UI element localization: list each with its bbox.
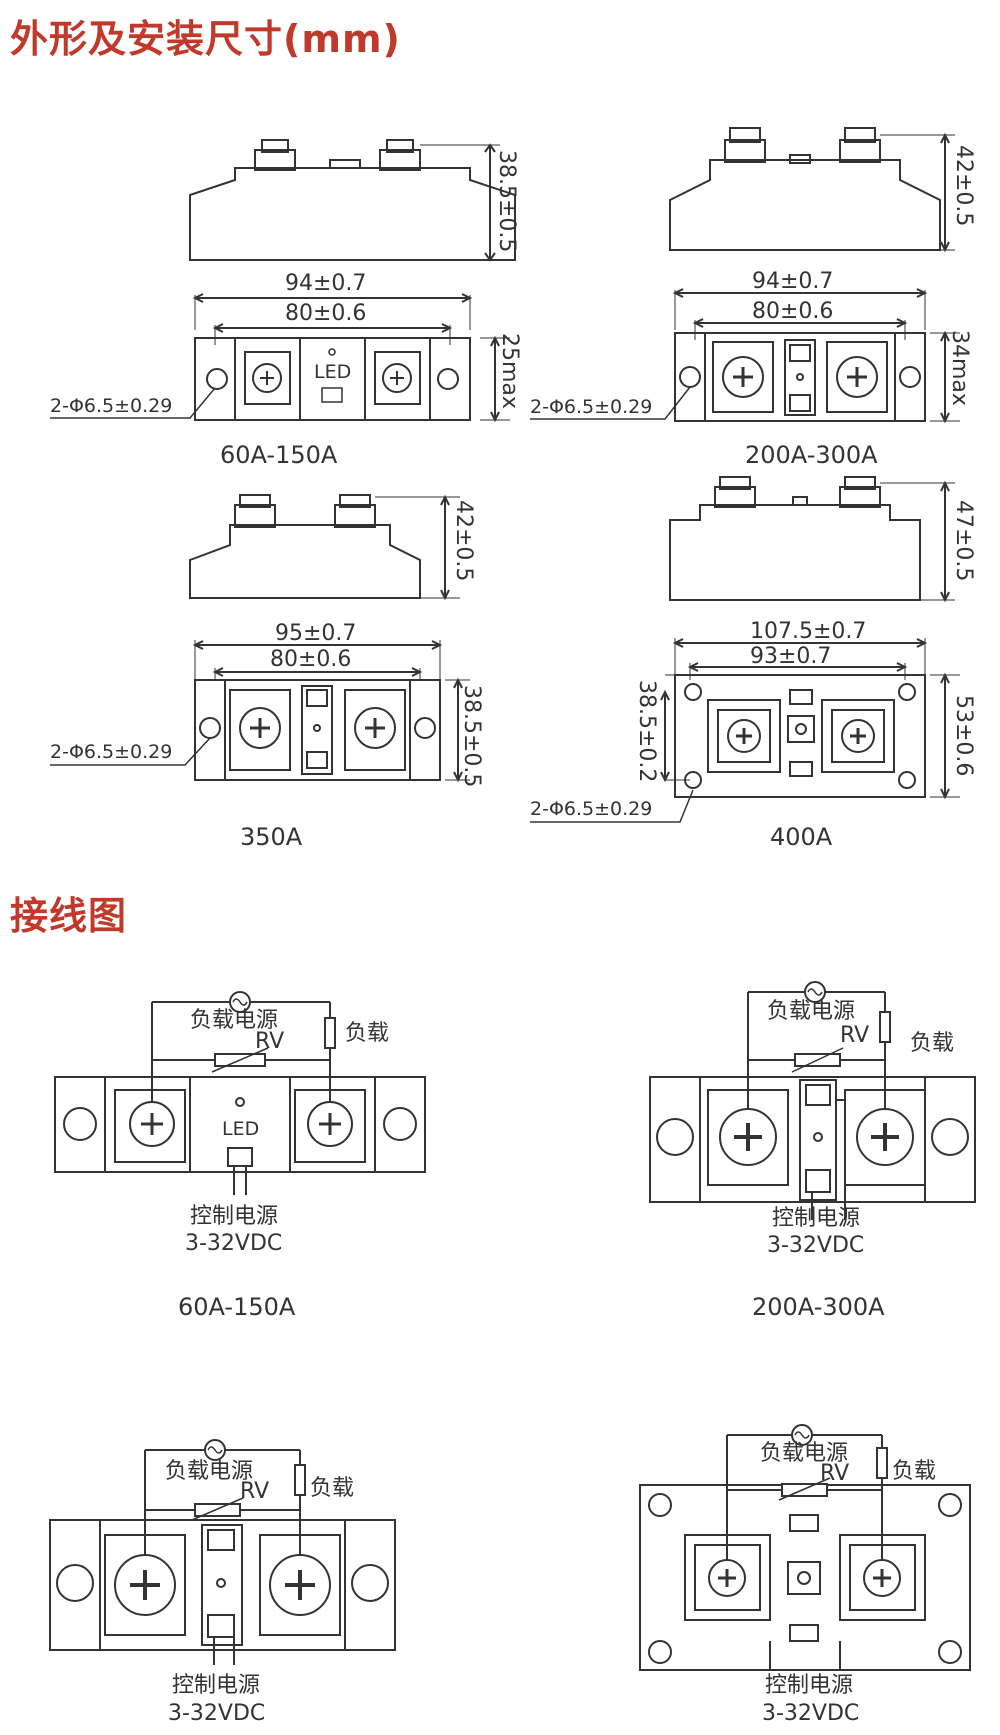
m1-hole-spacing: 80±0.6 xyxy=(285,301,366,326)
w1-led: LED xyxy=(222,1118,259,1140)
model-400-side-view xyxy=(669,476,955,603)
w4-control-power: 控制电源 xyxy=(765,1673,853,1698)
w2-caption: 200A-300A xyxy=(752,1293,885,1321)
model-400-top-view xyxy=(530,638,960,823)
w3-voltage: 3-32VDC xyxy=(168,1701,265,1726)
m1-led-label: LED xyxy=(314,361,351,383)
w1-rv: RV xyxy=(255,1029,284,1054)
m2-hole-dim: 2-Φ6.5±0.29 xyxy=(530,396,652,418)
w4-load: 负载 xyxy=(892,1459,936,1484)
m3-depth-dim: 38.5±0.5 xyxy=(459,685,484,787)
m4-caption: 400A xyxy=(770,823,833,851)
m1-height-dim: 38.5±0.5 xyxy=(494,150,519,252)
w2-load-power: 负载电源 xyxy=(767,999,855,1024)
wiring-400 xyxy=(639,1424,971,1671)
m1-hole-dim: 2-Φ6.5±0.29 xyxy=(50,395,172,417)
w2-voltage: 3-32VDC xyxy=(767,1233,864,1258)
m3-overall-width: 95±0.7 xyxy=(275,621,356,646)
dimensions-heading: 外形及安装尺寸(mm) xyxy=(10,17,401,61)
w3-control-power: 控制电源 xyxy=(172,1673,260,1698)
m2-caption: 200A-300A xyxy=(745,441,878,469)
w4-rv: RV xyxy=(820,1461,849,1486)
model-200-300-side-view xyxy=(669,127,955,253)
m4-vertical-hole-spacing: 38.5±0.2 xyxy=(634,680,659,782)
wiring-200-300 xyxy=(649,981,976,1220)
w4-voltage: 3-32VDC xyxy=(762,1701,859,1726)
w3-rv: RV xyxy=(240,1479,269,1504)
m4-hole-dim: 2-Φ6.5±0.29 xyxy=(530,798,652,820)
wiring-heading: 接线图 xyxy=(10,894,128,938)
model-60-150-side-view xyxy=(189,139,516,262)
m3-caption: 350A xyxy=(240,823,303,851)
w1-load-power: 负载电源 xyxy=(190,1008,278,1033)
w4-load-power: 负载电源 xyxy=(760,1441,848,1466)
m4-hole-spacing: 93±0.7 xyxy=(750,644,831,669)
m1-depth-dim: 25max xyxy=(497,333,522,409)
model-200-300-top-view xyxy=(530,288,960,424)
m1-caption: 60A-150A xyxy=(220,441,338,469)
w1-control-power: 控制电源 xyxy=(190,1204,278,1229)
wiring-350 xyxy=(49,1439,396,1665)
m2-overall-width: 94±0.7 xyxy=(752,269,833,294)
w3-load: 负载 xyxy=(310,1476,354,1501)
w3-load-power: 负载电源 xyxy=(165,1459,253,1484)
w2-control-power: 控制电源 xyxy=(772,1206,860,1231)
m4-overall-width: 107.5±0.7 xyxy=(750,619,866,644)
m2-height-dim: 42±0.5 xyxy=(951,145,976,226)
m4-depth-dim: 53±0.6 xyxy=(951,695,976,776)
m2-depth-dim: 34max xyxy=(947,330,972,406)
w2-rv: RV xyxy=(840,1023,869,1048)
m3-hole-spacing: 80±0.6 xyxy=(270,647,351,672)
model-60-150-top-view xyxy=(50,293,510,423)
wiring-60-150 xyxy=(54,991,426,1195)
model-350-side-view xyxy=(189,494,460,601)
w1-voltage: 3-32VDC xyxy=(185,1231,282,1256)
w2-load: 负载 xyxy=(910,1031,954,1056)
m3-hole-dim: 2-Φ6.5±0.29 xyxy=(50,741,172,763)
m2-hole-spacing: 80±0.6 xyxy=(752,299,833,324)
m4-height-dim: 47±0.5 xyxy=(951,500,976,581)
w1-load: 负载 xyxy=(345,1021,389,1046)
model-350-top-view xyxy=(50,640,470,783)
w1-caption: 60A-150A xyxy=(178,1293,296,1321)
m3-height-dim: 42±0.5 xyxy=(451,500,476,581)
m1-overall-width: 94±0.7 xyxy=(285,271,366,296)
